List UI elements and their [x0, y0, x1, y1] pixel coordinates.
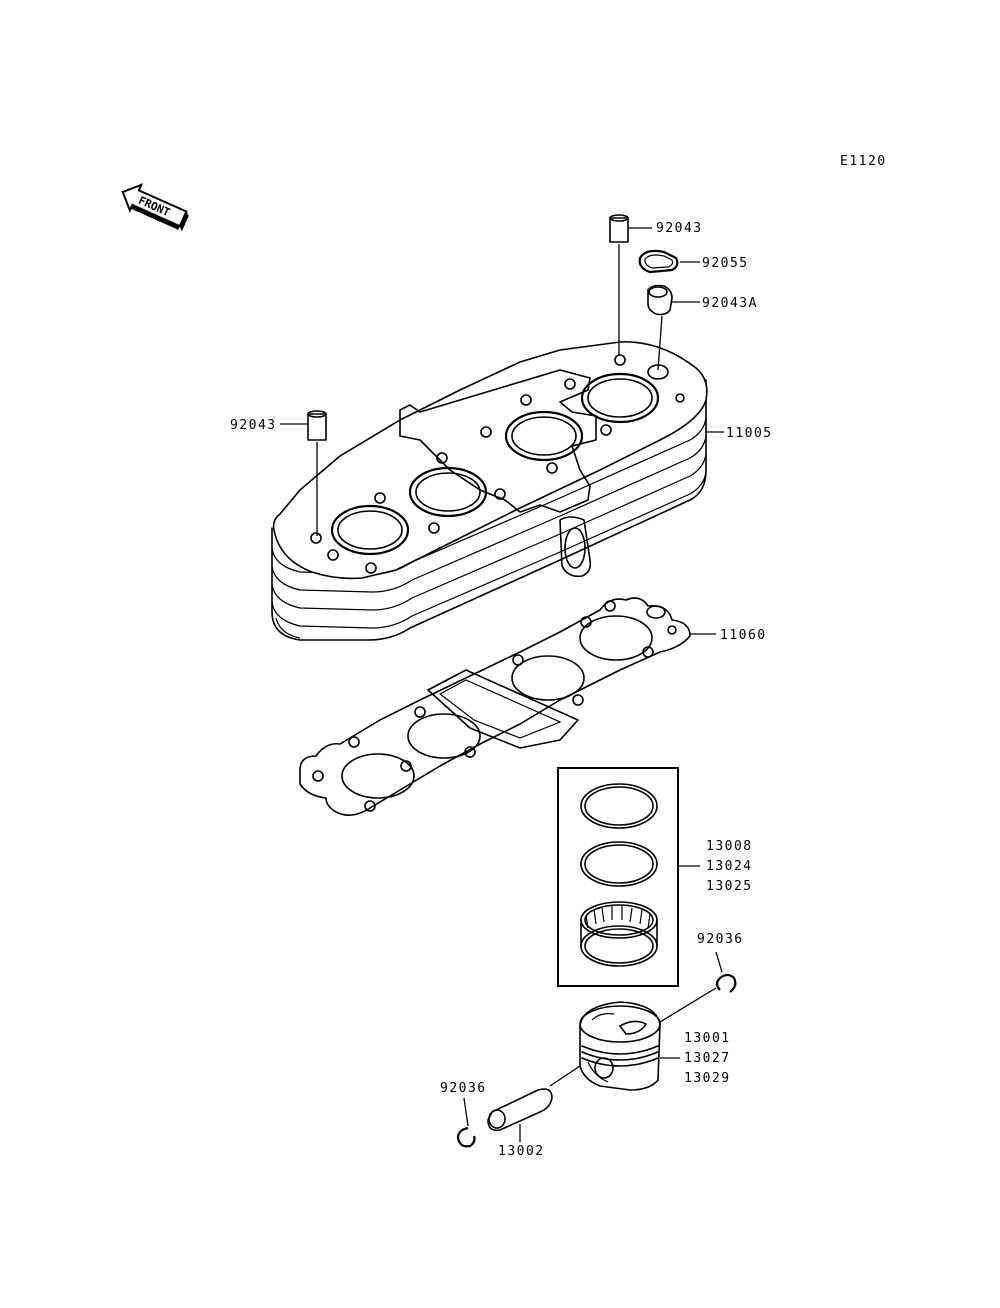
front-arrow-icon: FRONT [121, 183, 189, 232]
circlip-left [456, 1126, 476, 1148]
dowel-pin-92043-top [609, 214, 629, 243]
label-13002: 13002 [498, 1144, 545, 1159]
piston-ring-set [557, 767, 679, 987]
label-92036-right: 92036 [697, 932, 744, 947]
label-13029: 13029 [684, 1071, 731, 1086]
label-92043A: 92043A [702, 296, 758, 311]
piston-13001 [579, 1001, 661, 1091]
label-92036-left: 92036 [440, 1081, 487, 1096]
label-11060: 11060 [720, 628, 767, 643]
circlip-right [715, 973, 737, 993]
dowel-pin-92043A [647, 284, 673, 316]
label-11005: 11005 [726, 426, 773, 441]
label-13024: 13024 [706, 859, 753, 874]
label-13027: 13027 [684, 1051, 731, 1066]
label-13001: 13001 [684, 1031, 731, 1046]
label-92043-top: 92043 [656, 221, 703, 236]
piston-pin-13002 [487, 1088, 553, 1132]
label-92043-left: 92043 [230, 418, 277, 433]
leader-lines [280, 227, 724, 1142]
cylinder-block-11005 [271, 341, 708, 641]
label-92055: 92055 [702, 256, 749, 271]
o-ring-92055 [638, 249, 679, 274]
dowel-pin-92043-left [307, 410, 327, 441]
label-13025: 13025 [706, 879, 753, 894]
cylinder-gasket-11060 [299, 597, 691, 816]
label-13008: 13008 [706, 839, 753, 854]
diagram-code: E1120 [840, 154, 887, 169]
